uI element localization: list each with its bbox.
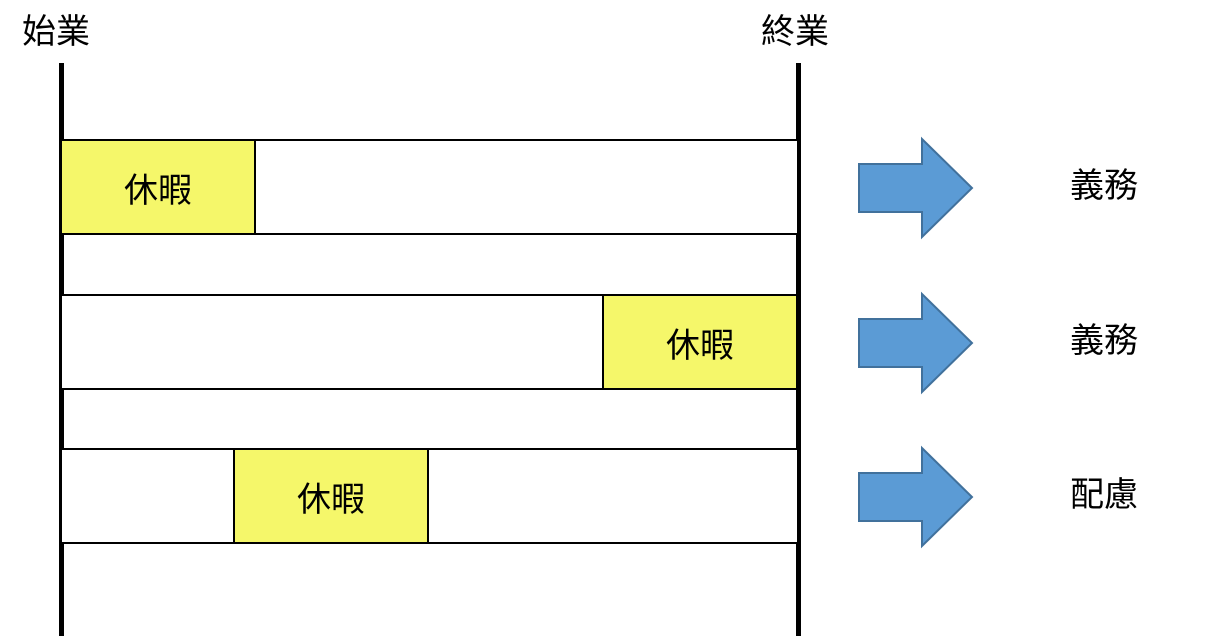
end-of-work-line (796, 63, 801, 636)
outcome-label-3: 配慮 (1070, 475, 1138, 515)
workday-row-3: 休暇 (62, 448, 797, 544)
leave-block: 休暇 (60, 139, 256, 235)
end-of-work-label: 終業 (761, 12, 829, 52)
leave-block: 休暇 (602, 294, 798, 390)
start-of-work-label: 始業 (22, 12, 90, 52)
outcome-label-1: 義務 (1070, 166, 1138, 206)
outcome-label-2: 義務 (1070, 321, 1138, 361)
leave-label: 休暇 (297, 479, 365, 520)
leave-label: 休暇 (124, 170, 192, 211)
leave-block: 休暇 (233, 448, 429, 544)
workday-row-1: 休暇 (60, 139, 797, 235)
arrow-right-icon (858, 291, 974, 395)
arrow-right-icon (858, 445, 974, 549)
workday-row-2: 休暇 (62, 294, 798, 390)
leave-label: 休暇 (666, 325, 734, 366)
arrow-right-icon (858, 136, 974, 240)
start-of-work-line (59, 63, 64, 636)
